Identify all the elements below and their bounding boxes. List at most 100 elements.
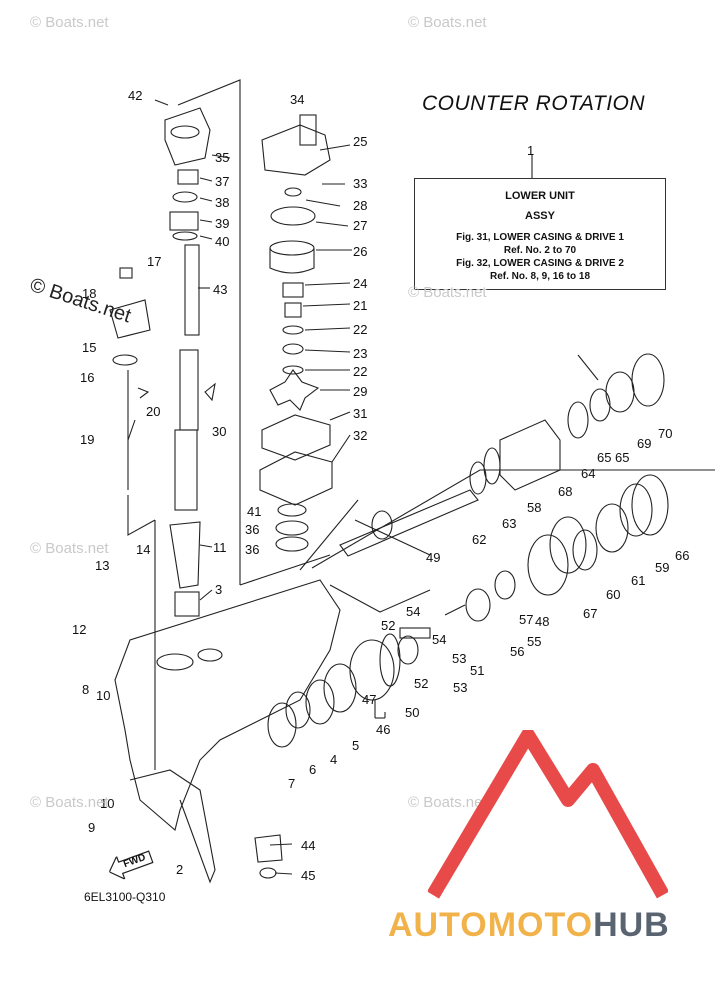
callout-48: 48 [535, 614, 550, 629]
outer-plate [261, 414, 331, 461]
callout-11: 11 [213, 540, 227, 555]
callout-44: 44 [301, 838, 316, 853]
callout-4: 4 [330, 752, 338, 767]
callout-37: 37 [215, 174, 230, 189]
callout-26: 26 [353, 244, 368, 259]
callout-36: 36 [245, 522, 260, 537]
drive-shaft-upper [184, 244, 200, 336]
callout-10: 10 [96, 688, 111, 703]
callout-70: 70 [658, 426, 673, 441]
watermark-6: © Boats.net [408, 794, 487, 811]
callout-40: 40 [215, 234, 230, 249]
callout-22: 22 [353, 364, 368, 379]
callout-35: 35 [215, 150, 230, 165]
callout-55: 55 [527, 634, 542, 649]
callout-31: 31 [353, 406, 368, 421]
drive-shaft-lower [174, 429, 198, 511]
callout-68: 68 [558, 484, 573, 499]
callout-60: 60 [606, 587, 621, 602]
info-box-ref-4: Ref. No. 8, 9, 16 to 18 [489, 271, 591, 282]
callout-2: 2 [176, 862, 184, 877]
impeller [269, 369, 320, 411]
watermark-1: © Boats.net [30, 14, 109, 31]
callout-32: 32 [353, 428, 368, 443]
frame-line-right [311, 469, 715, 569]
callout-3: 3 [215, 582, 223, 597]
callout-28: 28 [353, 198, 368, 213]
callout-23: 23 [353, 346, 368, 361]
callout-39: 39 [215, 216, 230, 231]
info-box-ref-2: Ref. No. 2 to 70 [503, 245, 577, 256]
automotohub-logo-icon [428, 730, 668, 899]
propeller-shaft [339, 489, 479, 557]
callout-27: 27 [353, 218, 368, 233]
callout-45: 45 [301, 868, 316, 883]
callout-46: 46 [376, 722, 391, 737]
frame-line-left [177, 79, 241, 585]
gasket [259, 451, 333, 506]
diagram-title: COUNTER ROTATION [422, 92, 646, 115]
callout-info-box: 1 [527, 143, 535, 158]
callout-7: 7 [288, 776, 296, 791]
callout-53: 53 [452, 651, 467, 666]
callout-8: 8 [82, 682, 90, 697]
frame-line-rod [127, 495, 156, 536]
callout-52: 52 [381, 618, 396, 633]
callout-59: 59 [655, 560, 670, 575]
callout-53: 53 [453, 680, 468, 695]
callout-15: 15 [82, 340, 97, 355]
watermark-3: © Boats.net [408, 284, 487, 301]
info-box-title-1: LOWER UNIT [505, 190, 575, 202]
info-box-ref-1: Fig. 31, LOWER CASING & DRIVE 1 [456, 232, 624, 243]
callout-12: 12 [72, 622, 87, 637]
drive-shaft-mid [179, 349, 199, 431]
callout-38: 38 [215, 195, 230, 210]
callout-22: 22 [353, 322, 368, 337]
frame-line-center [239, 554, 331, 586]
upper-housing [164, 107, 211, 166]
callout-62: 62 [472, 532, 487, 547]
callout-61: 61 [631, 573, 646, 588]
brand-part1: AUTOMOTO [388, 906, 594, 944]
callout-10: 10 [100, 796, 115, 811]
callout-43: 43 [213, 282, 228, 297]
callout-51: 51 [470, 663, 485, 678]
callout-34: 34 [290, 92, 305, 107]
info-box-title-2: ASSY [525, 210, 555, 222]
callout-57: 57 [519, 612, 534, 627]
skeg [129, 769, 216, 884]
fwd-arrow-icon: FWD [105, 845, 156, 883]
callout-19: 19 [80, 432, 95, 447]
callout-52: 52 [414, 676, 429, 691]
watermark-2: © Boats.net [408, 14, 487, 31]
callout-9: 9 [88, 820, 96, 835]
callout-47: 47 [362, 692, 377, 707]
callout-20: 20 [146, 404, 161, 419]
info-box-ref-3: Fig. 32, LOWER CASING & DRIVE 2 [456, 258, 624, 269]
callout-30: 30 [212, 424, 227, 439]
callout-64: 64 [581, 466, 596, 481]
brand-part2: HUB [593, 906, 670, 944]
callout-21: 21 [353, 298, 368, 313]
watermark-5: © Boats.net [30, 794, 109, 811]
callout-18: 18 [82, 286, 97, 301]
callout-14: 14 [136, 542, 151, 557]
callout-69: 69 [637, 436, 652, 451]
callout-65: 65 [597, 450, 612, 465]
callout-49: 49 [426, 550, 441, 565]
callout-17: 17 [147, 254, 162, 269]
lower-casing [114, 579, 341, 831]
lower-unit-info-box: LOWER UNIT ASSY Fig. 31, LOWER CASING & … [414, 178, 666, 290]
callout-16: 16 [80, 370, 95, 385]
brand-wordmark: AUTOMOTOHUB [388, 906, 670, 945]
watermark-4: © Boats.net [30, 540, 109, 557]
callout-42: 42 [128, 88, 143, 103]
callout-6: 6 [309, 762, 317, 777]
bearing-housing [499, 419, 561, 491]
callout-25: 25 [353, 134, 368, 149]
callout-50: 50 [405, 705, 420, 720]
frame-line-lower [329, 584, 431, 613]
callout-63: 63 [502, 516, 517, 531]
